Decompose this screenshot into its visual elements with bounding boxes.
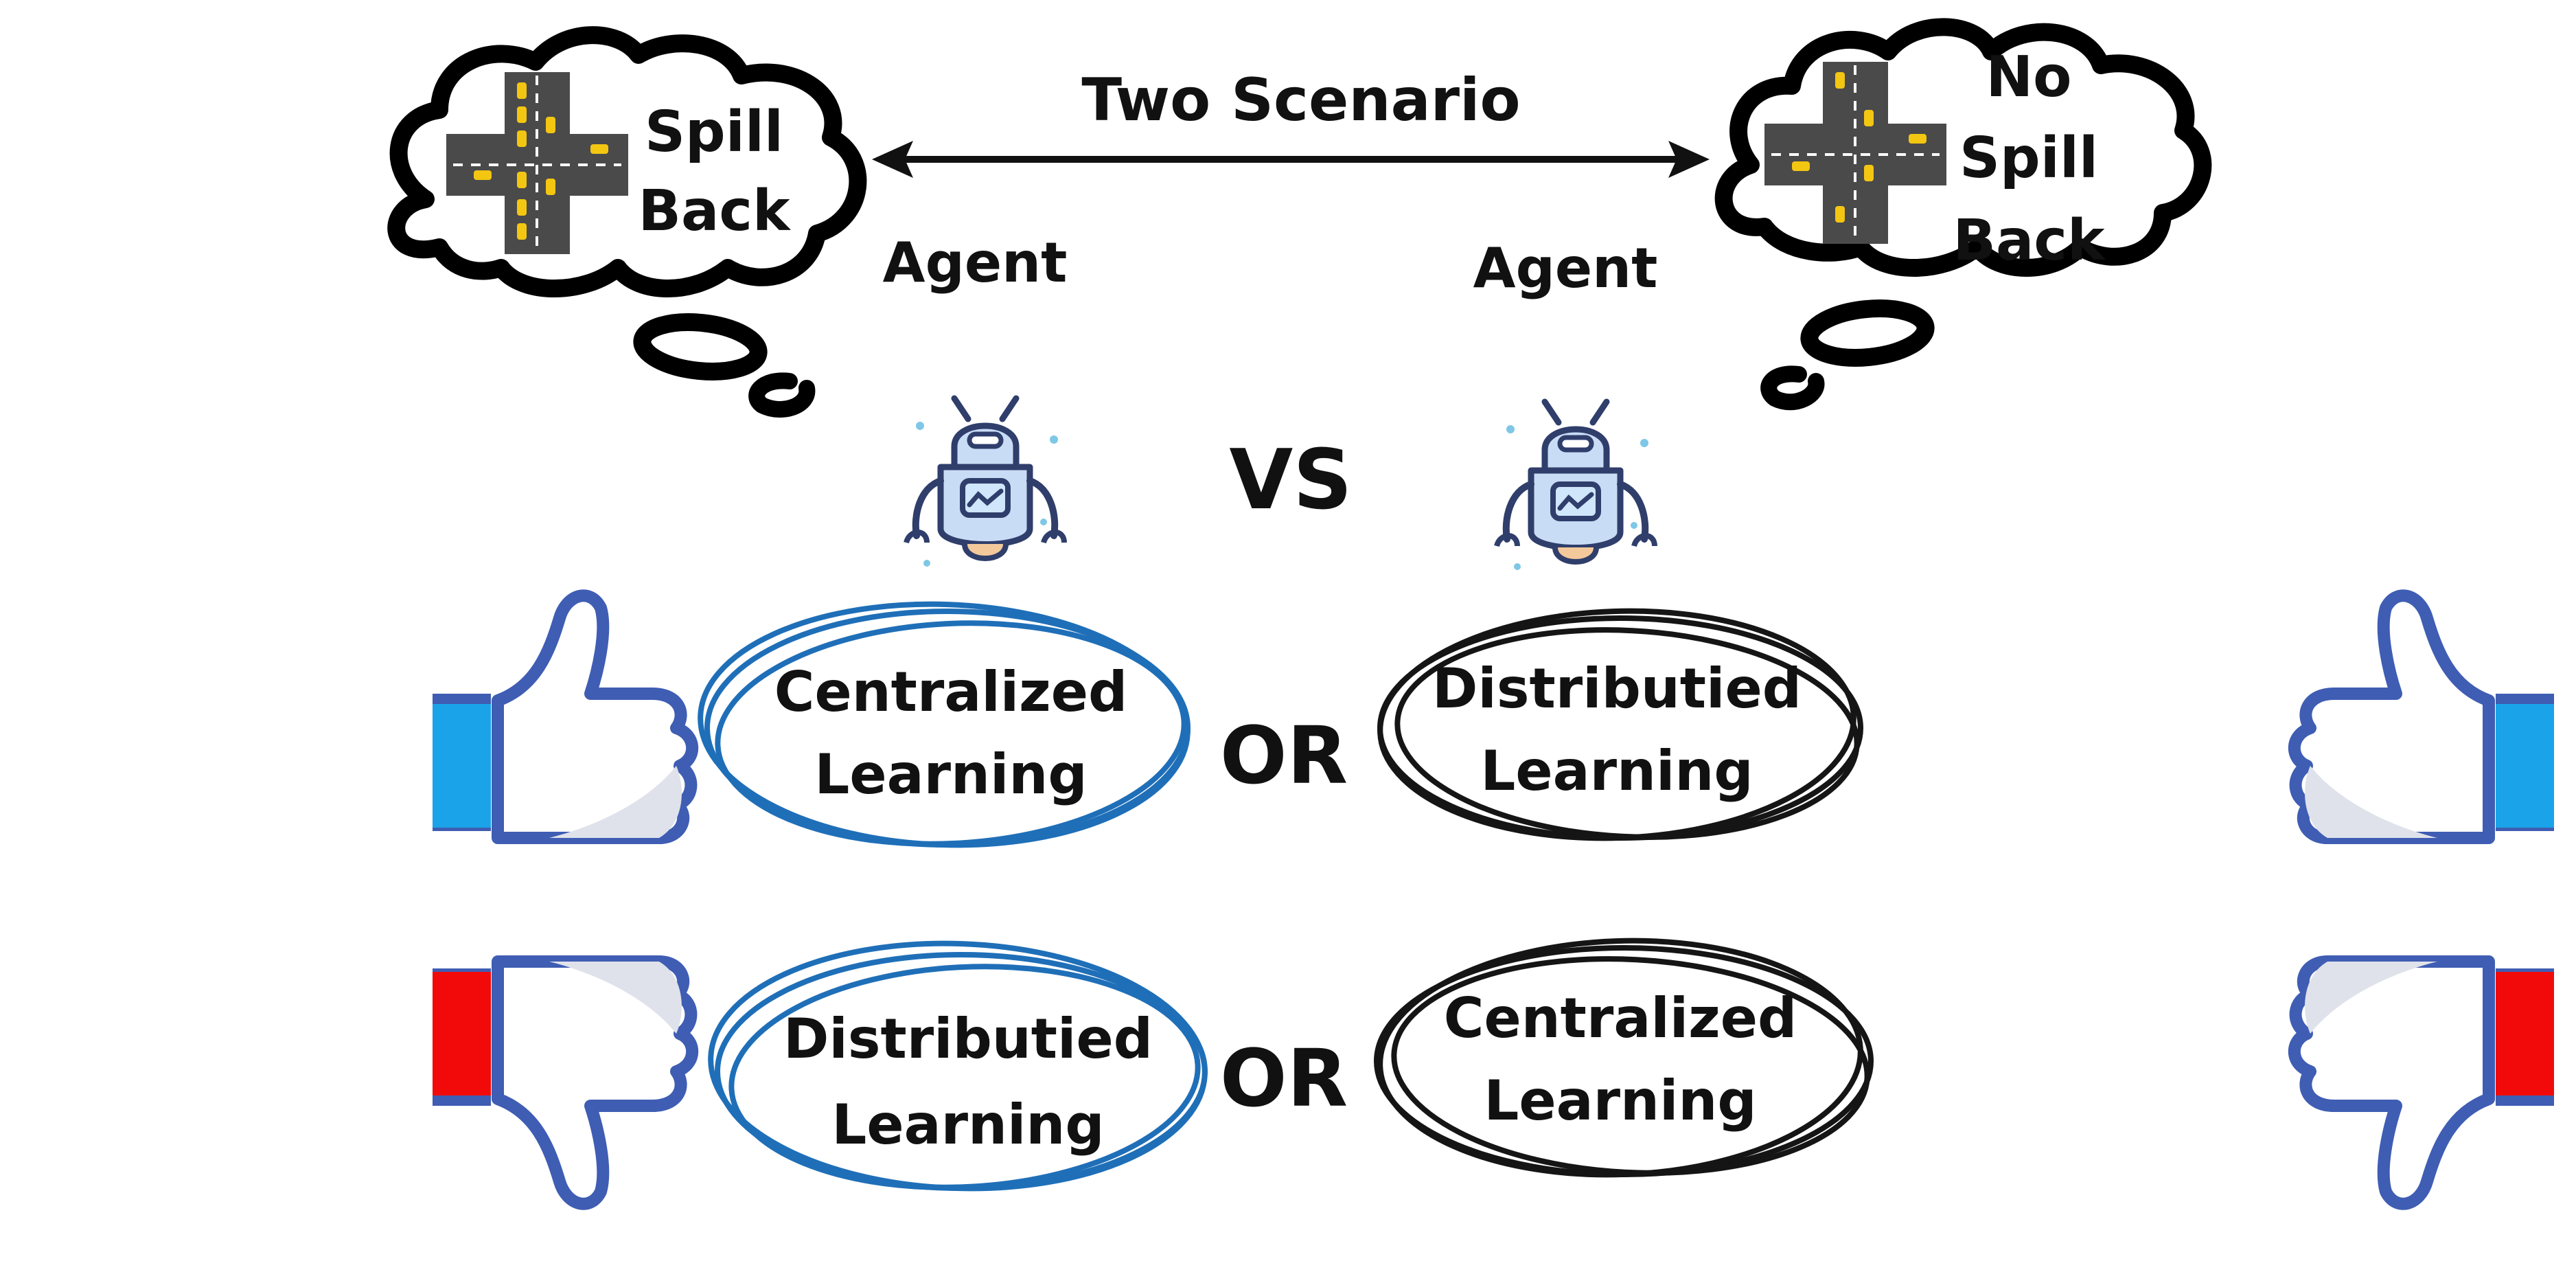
row1-left-cuff [433,704,491,828]
row2-right-line2: Learning [1484,1069,1756,1133]
row1-left-ring [698,601,1191,848]
row1-right-thumb [2295,595,2554,838]
row2-left-line2: Learning [831,1093,1104,1157]
versus-label: VS [1229,433,1352,528]
row1-or-label: OR [1220,710,1348,802]
intersection-clear-icon [1764,62,1946,244]
right-cloud-line1: No [1986,45,2072,110]
right-cloud-line3: Back [1953,208,2106,273]
left-agent-label: Agent [883,231,1068,295]
row2-right-ring [1374,938,1874,1178]
row2-left-thumb [433,962,692,1204]
row2-right-thumb [2295,962,2554,1204]
row2-right-line1: Centralized [1444,986,1797,1050]
row1-right-ring [1377,608,1863,841]
row1-right-line2: Learning [1480,739,1753,803]
left-cloud-line2: Back [639,179,792,244]
row2-left-line1: Distributied [783,1007,1153,1071]
right-agent-label: Agent [1473,236,1658,300]
row2-left-ring [708,940,1208,1192]
row1-left-line1: Centralized [774,660,1128,724]
left-robot-icon [904,395,1067,567]
double-arrow [872,141,1710,178]
intersection-congested-icon [446,72,628,254]
left-cloud-line1: Spill [645,100,783,165]
right-cloud-line2: Spill [1959,126,2098,191]
row1-left-line2: Learning [814,742,1087,806]
row1-right-line1: Distributied [1432,657,1802,720]
scenario-label: Two Scenario [1081,66,1520,135]
right-robot-icon [1497,402,1655,570]
row2-or-label: OR [1220,1033,1348,1125]
row1-left-thumb [433,595,692,838]
